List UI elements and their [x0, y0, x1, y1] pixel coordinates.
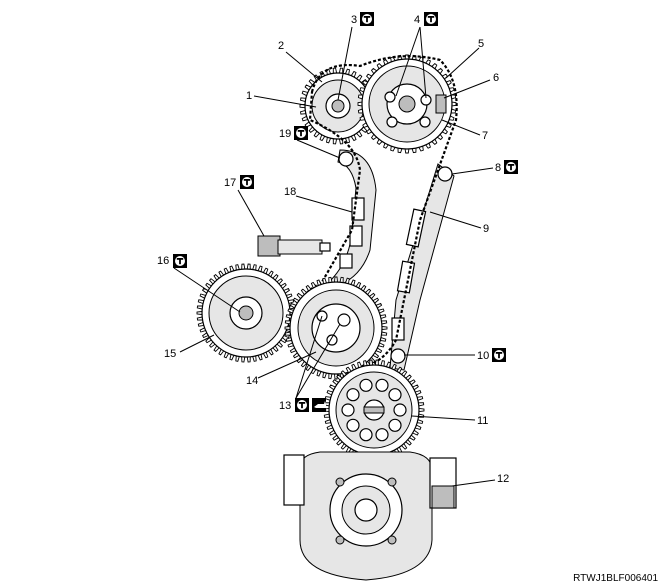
gear-hole — [359, 378, 373, 392]
callout-11: 11 — [477, 415, 488, 427]
gear-hole — [346, 388, 360, 402]
balancer-gear — [323, 359, 425, 461]
gear-hole — [375, 378, 389, 392]
callout-18: 18 — [284, 186, 296, 198]
torque-wrench-icon — [294, 126, 308, 140]
callout-9: 9 — [483, 223, 489, 235]
torque-wrench-icon — [295, 398, 309, 412]
callout-17: 17 — [224, 177, 236, 189]
callout-2: 2 — [278, 40, 284, 52]
callout-7: 7 — [482, 130, 488, 142]
chain-tensioner — [257, 235, 331, 257]
callout-13: 13 — [279, 400, 291, 412]
idler-gear — [196, 263, 296, 363]
torque-wrench-icon — [504, 160, 518, 174]
callout-3: 3 — [351, 14, 357, 26]
gear-hole — [388, 418, 402, 432]
callout-14: 14 — [246, 375, 258, 387]
torque-wrench-icon — [360, 12, 374, 26]
callout-labels: 1 2 3 4 5 6 7 8 9 10 11 12 13 14 15 16 1… — [157, 12, 518, 485]
callout-10: 10 — [477, 350, 489, 362]
callout-8: 8 — [495, 162, 501, 174]
callout-15: 15 — [164, 348, 176, 360]
callout-12: 12 — [497, 473, 509, 485]
gear-hole — [388, 388, 402, 402]
torque-wrench-icon — [424, 12, 438, 26]
chain-guide — [326, 149, 377, 286]
callout-6: 6 — [493, 72, 499, 84]
figure-code: RTWJ1BLF006401 — [573, 573, 658, 584]
torque-wrench-icon — [492, 348, 506, 362]
callout-5: 5 — [478, 38, 484, 50]
gear-hole — [346, 418, 360, 432]
callout-19: 19 — [279, 128, 291, 140]
vvt-sprocket — [357, 54, 457, 154]
gear-hole — [393, 403, 407, 417]
callout-1: 1 — [246, 90, 252, 102]
oil-pump — [283, 451, 457, 581]
callout-4: 4 — [414, 14, 420, 26]
gear-hole — [359, 428, 373, 442]
tensioner-lever — [389, 163, 455, 371]
oil-can-icon — [312, 398, 326, 412]
torque-wrench-icon — [240, 175, 254, 189]
gear-hole — [341, 403, 355, 417]
callout-16: 16 — [157, 255, 169, 267]
gear-hole — [375, 428, 389, 442]
timing-chain — [290, 55, 458, 374]
torque-wrench-icon — [173, 254, 187, 268]
crankshaft-gear — [284, 276, 388, 380]
leader-lines — [173, 26, 496, 487]
